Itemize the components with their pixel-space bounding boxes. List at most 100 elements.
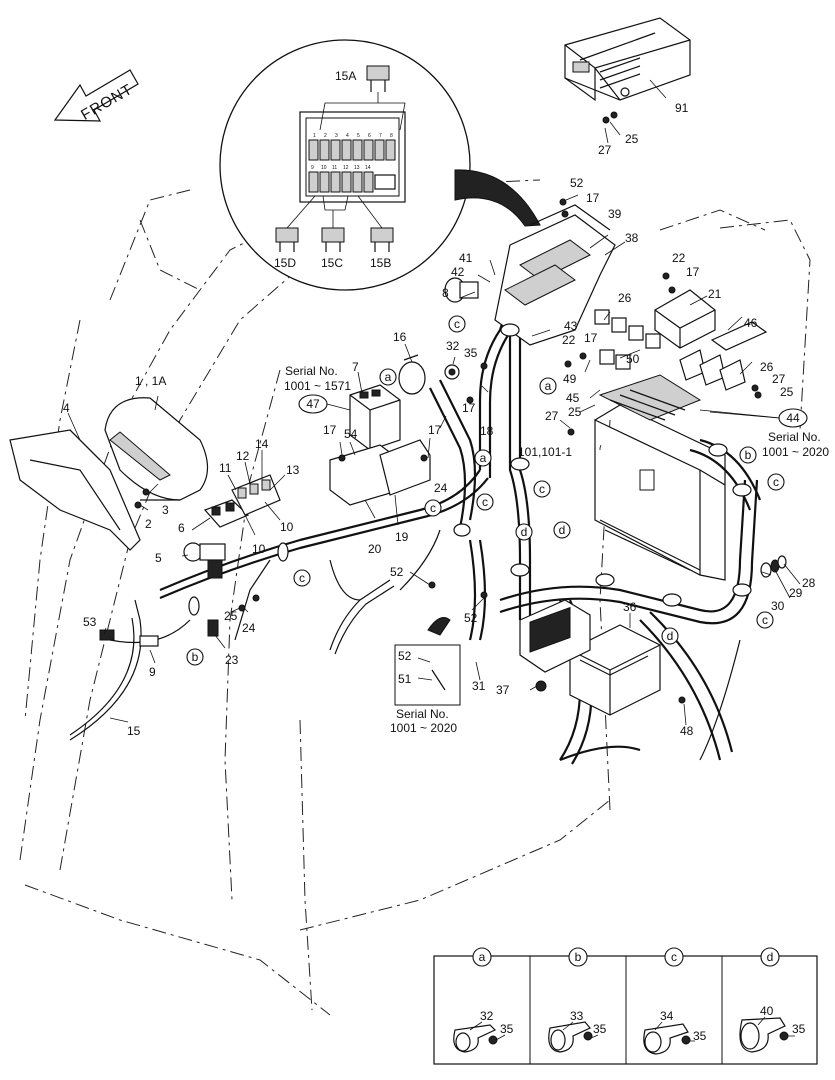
- svg-text:a: a: [545, 379, 552, 393]
- fuse-15a-label: 15A: [335, 69, 356, 83]
- callout-25c: 25: [780, 385, 794, 399]
- callout-17e: 17: [686, 265, 700, 279]
- svg-text:35: 35: [693, 1029, 707, 1043]
- fuse-row-bottom: [308, 171, 396, 193]
- svg-text:c: c: [671, 950, 677, 964]
- callout-27a: 27: [598, 143, 612, 157]
- marker-c5: c: [293, 569, 311, 587]
- callout-12: 12: [236, 449, 250, 463]
- callout-4: 4: [63, 401, 70, 415]
- callout-25d: 25: [224, 609, 238, 623]
- svg-text:2: 2: [324, 133, 327, 139]
- callout-19: 19: [395, 530, 409, 544]
- grommets: [188, 323, 752, 616]
- serial-note-3-line1: Serial No.: [396, 707, 449, 721]
- svg-text:c: c: [482, 495, 488, 509]
- svg-text:d: d: [521, 525, 528, 539]
- callout-17c: 17: [462, 401, 476, 415]
- svg-text:c: c: [430, 501, 436, 515]
- clamp-markers: a a a b b c c c c c c c d d d: [186, 315, 785, 666]
- svg-text:47: 47: [306, 397, 320, 411]
- key-switch-5: [183, 542, 226, 579]
- svg-text:c: c: [454, 317, 460, 331]
- leader-lines: [67, 79, 801, 726]
- callout-15: 15: [127, 724, 141, 738]
- callout-8: 8: [442, 286, 449, 300]
- svg-text:d: d: [559, 523, 566, 537]
- callout-52d: 52: [398, 649, 412, 663]
- callout-28: 28: [802, 576, 816, 590]
- svg-text:d: d: [767, 950, 774, 964]
- legend-cell-d: d 40 35: [739, 947, 806, 1053]
- svg-text:11: 11: [332, 165, 337, 171]
- svg-text:1: 1: [313, 133, 316, 139]
- callout-101: 101,101-1: [518, 445, 572, 459]
- marker-c4: c: [424, 499, 442, 517]
- fuse-15b-icon: [357, 195, 394, 252]
- display-frame: [519, 599, 591, 673]
- svg-text:5: 5: [357, 133, 360, 139]
- callout-48: 48: [680, 724, 694, 738]
- callout-25b: 25: [568, 405, 582, 419]
- callout-23: 23: [225, 653, 239, 667]
- callout-10b: 10: [252, 542, 266, 556]
- svg-text:a: a: [385, 370, 392, 384]
- front-arrow: FRONT: [53, 69, 139, 124]
- callout-22a: 22: [672, 251, 686, 265]
- connectors-26b: [679, 349, 746, 391]
- callout-26a: 26: [618, 291, 632, 305]
- serial-note-2-line1: Serial No.: [768, 430, 821, 444]
- callout-2: 2: [145, 517, 152, 531]
- marker-a1: a: [379, 368, 397, 386]
- fuse-15c-icon: [321, 195, 349, 252]
- control-panel-1: [104, 397, 209, 501]
- callout-21: 21: [708, 287, 722, 301]
- svg-text:33: 33: [570, 1009, 584, 1023]
- svg-text:d: d: [667, 629, 674, 643]
- controller-101: [594, 374, 726, 581]
- legend-cell-c: c 34 35: [643, 947, 707, 1055]
- serial-note-3-line2: 1001 ~ 2020: [390, 721, 457, 735]
- relay-box-38-39: [494, 204, 616, 346]
- ground-inset: [394, 617, 461, 706]
- callout-18: 18: [480, 424, 494, 438]
- callout-35: 35: [464, 346, 478, 360]
- callout-5: 5: [155, 551, 162, 565]
- marker-d2: d: [553, 521, 571, 539]
- fuse-15c-label: 15C: [321, 256, 343, 270]
- callout-16: 16: [393, 330, 407, 344]
- callout-24a: 24: [434, 481, 448, 495]
- callout-47-bubble: 47: [298, 394, 328, 414]
- callout-41: 41: [459, 251, 473, 265]
- cover-46: [710, 321, 768, 351]
- svg-text:35: 35: [792, 1022, 806, 1036]
- legend-cell-b: b 33 35: [548, 947, 607, 1053]
- marker-a2: a: [474, 449, 492, 467]
- svg-text:a: a: [480, 451, 487, 465]
- part-callouts: 1 , 1A 2 3 4 5 6 7 8 9 10 10 11 12 13 14…: [63, 101, 816, 738]
- callout-53: 53: [83, 615, 97, 629]
- relays-26: [594, 309, 661, 370]
- legend-cell-a: a 32 35: [453, 947, 514, 1053]
- callout-45: 45: [566, 391, 580, 405]
- clamp-detail-legend: a 32 35 b 33 35 c 34 35: [433, 947, 818, 1065]
- svg-text:c: c: [773, 475, 779, 489]
- svg-text:12: 12: [343, 165, 349, 171]
- fuse-row-top: [308, 139, 396, 161]
- callout-1: 1 , 1A: [135, 374, 166, 388]
- callout-11: 11: [219, 461, 232, 475]
- callout-46: 46: [744, 316, 758, 330]
- callout-32: 32: [446, 339, 460, 353]
- svg-text:8: 8: [390, 133, 393, 139]
- clamp-32: [444, 364, 460, 380]
- callout-31: 31: [472, 679, 486, 693]
- callout-30: 30: [771, 599, 785, 613]
- marker-d3: d: [661, 627, 679, 645]
- callout-7: 7: [352, 360, 359, 374]
- callout-36: 36: [623, 600, 637, 614]
- svg-text:4: 4: [346, 133, 349, 139]
- callout-13: 13: [286, 463, 300, 477]
- callout-37: 37: [496, 683, 510, 697]
- connector-23: [207, 619, 219, 637]
